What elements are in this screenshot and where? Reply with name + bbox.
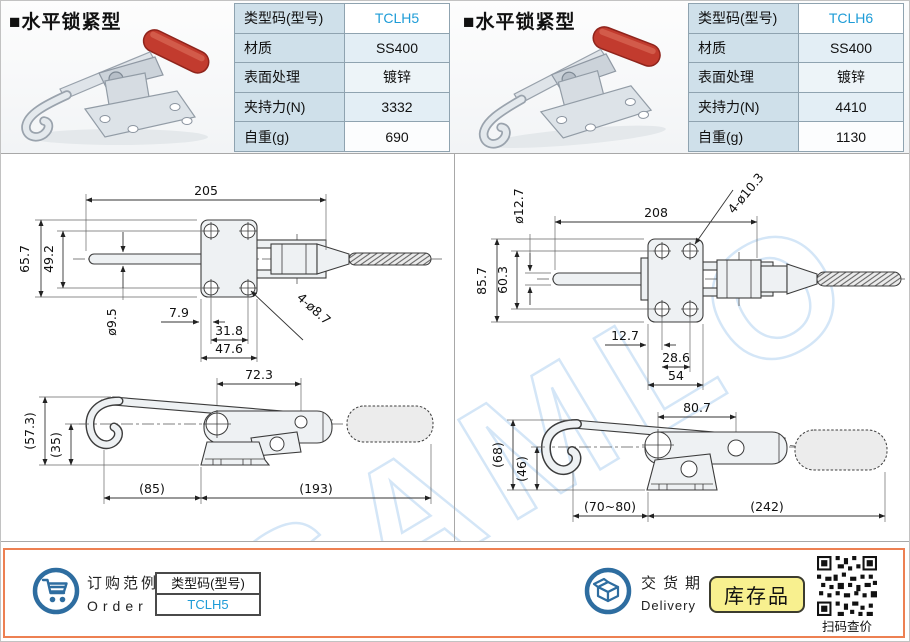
order-table-header: 类型码(型号) [157,574,259,595]
spec-row: 自重(g) 1130 [689,122,903,151]
spec-label: 表面处理 [689,63,799,92]
drawing-panel-tclh6: 208 4-ø10.3 ø12.7 85.7 6 [455,154,909,541]
dim-pivot-to-pin: 80.7 [683,400,711,415]
delivery-label-cn: 交货期 [641,575,708,592]
cart-icon [32,567,80,615]
spec-value: SS400 [799,33,903,63]
dim-hole-pitch: 28.6 [662,350,690,365]
spec-row: 材质 SS400 [689,33,903,64]
spec-row: 表面处理 镀锌 [235,63,449,93]
technical-drawing-tclh6: 208 4-ø10.3 ø12.7 85.7 6 [474,170,905,522]
product-title: ■水平锁紧型 [9,12,122,33]
spec-value: 镀锌 [799,63,903,92]
product-card-tclh6: ■水平锁紧型 [455,1,909,153]
delivery-label-en: Delivery [641,598,696,613]
order-example-table: 类型码(型号) TCLH5 [155,572,261,616]
product-title: ■水平锁紧型 [463,12,576,33]
dim-hole-span: 60.3 [495,266,510,294]
dim-hole-span: 49.2 [41,245,56,273]
dim-body-length: (193) [299,481,333,496]
spec-value: SS400 [345,33,449,63]
spec-label: 自重(g) [689,122,799,151]
dim-open-height: (68) [490,442,505,468]
spec-row: 类型码(型号) TCLH6 [689,4,903,34]
spec-table-tclh6: 类型码(型号) TCLH6 材质 SS400 表面处理 镀锌 夹持力(N) 44… [688,3,904,152]
spec-label: 材质 [235,33,345,63]
qr-code[interactable] [817,556,877,616]
tclh5-top-view: 205 65.7 49.2 ø9.5 [17,183,443,362]
order-table-model-code[interactable]: TCLH5 [187,597,229,612]
dim-edge-to-hole: 7.9 [169,305,189,320]
dim-open-height: (57.3) [22,412,37,450]
spec-row: 夹持力(N) 4410 [689,92,903,123]
technical-drawing-tclh5: 205 65.7 49.2 ø9.5 [17,183,443,504]
spec-label: 材质 [689,33,799,63]
spec-label: 类型码(型号) [689,4,799,33]
dim-height: 85.7 [474,267,489,295]
spec-row: 表面处理 镀锌 [689,63,903,93]
mounting-base [539,85,653,139]
technical-drawings-section: SAMLO [1,153,909,542]
dim-mounting-holes: 4-ø8.7 [294,290,334,328]
delivery-labels: 交货期 Delivery [641,572,707,613]
order-label-cn: 订购范例 [87,575,160,592]
dim-pivot-to-pin: 72.3 [245,367,273,382]
dim-height: 65.7 [17,245,32,273]
footer-box: 订购范例 Order 类型码(型号) TCLH5 交货期 Delivery [3,548,905,638]
product-photo-clamp [478,26,666,149]
dim-hook-reach: (70~80) [584,499,636,514]
drawing-panel-tclh5: 205 65.7 49.2 ø9.5 [1,154,455,541]
spec-label: 夹持力(N) [235,92,345,122]
mounting-base [83,90,197,138]
dim-base-width: 47.6 [215,341,243,356]
spec-table-tclh5: 类型码(型号) TCLH5 材质 SS400 表面处理 镀锌 夹持力(N) 33… [234,3,450,152]
delivery-box-icon [584,567,632,615]
dim-hook-height: (35) [48,432,63,458]
model-code-link[interactable]: TCLH6 [799,4,903,33]
dim-rod-diameter: ø12.7 [511,188,526,223]
dim-rod-diameter: ø9.5 [104,308,119,336]
spec-label: 自重(g) [235,122,345,151]
dim-length: 205 [194,183,218,198]
qr-caption: 扫码查价 [821,620,872,634]
spec-value: 镀锌 [345,63,449,92]
dim-hook-reach: (85) [139,481,165,496]
order-example-labels: 订购范例 Order [87,572,159,614]
spec-label: 类型码(型号) [235,4,345,33]
product-card-tclh5: ■水平锁紧型 [1,1,455,153]
product-cards-row: ■水平锁紧型 [1,1,909,153]
model-code-link[interactable]: TCLH5 [345,4,449,33]
spec-label: 表面处理 [235,63,345,92]
dim-hole-pitch: 31.8 [215,323,243,338]
product-photo-clamp [21,29,210,145]
spec-row: 夹持力(N) 3332 [235,92,449,123]
tclh6-top-view: 208 4-ø10.3 ø12.7 85.7 6 [474,170,905,390]
tclh6-side-view: 80.7 [490,400,888,522]
spec-row: 类型码(型号) TCLH5 [235,4,449,34]
spec-value: 3332 [345,92,449,122]
footer-section: 订购范例 Order 类型码(型号) TCLH5 交货期 Delivery [1,542,909,641]
spec-value: 4410 [799,92,903,122]
dim-hook-height: (46) [514,456,529,482]
dim-base-width: 54 [668,368,684,383]
dim-body-length: (242) [750,499,784,514]
spec-value: 1130 [799,122,903,151]
dim-length: 208 [644,205,668,220]
spec-row: 材质 SS400 [235,33,449,64]
stock-badge: 库存品 [709,576,805,613]
spec-row: 自重(g) 690 [235,122,449,151]
spec-value: 690 [345,122,449,151]
order-label-en: Order [87,598,148,614]
tclh5-side-view: 72.3 [22,367,434,504]
dim-edge-to-hole: 12.7 [611,328,639,343]
spec-label: 夹持力(N) [689,92,799,122]
